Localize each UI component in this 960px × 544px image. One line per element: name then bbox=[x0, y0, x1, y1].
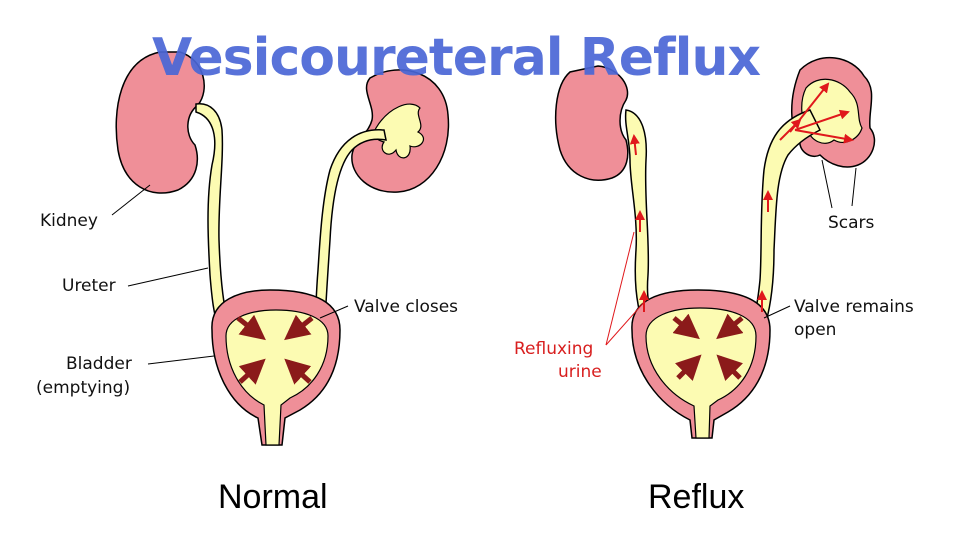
left-ureter bbox=[195, 103, 229, 326]
reflux-left-kidney bbox=[554, 65, 629, 181]
scars-leader-2 bbox=[851, 167, 857, 207]
reflux-diagram bbox=[554, 56, 876, 439]
label-refluxing-urine: urine bbox=[558, 362, 602, 382]
normal-arrow-bottom-right bbox=[284, 358, 312, 385]
label-scars: Scars bbox=[828, 213, 875, 233]
reflux-flow-right-6 bbox=[794, 129, 854, 144]
refluxing-urine-leader-1 bbox=[605, 231, 635, 346]
kidney-leader bbox=[111, 184, 151, 216]
label-valve-closes: Valve closes bbox=[354, 297, 459, 317]
normal-arrow-top-right bbox=[284, 314, 314, 341]
caption-reflux: Reflux bbox=[648, 478, 745, 516]
label-bladder: Bladder bbox=[66, 354, 132, 374]
reflux-flow-right-4 bbox=[789, 82, 830, 133]
reflux-arrow-bottom-right bbox=[716, 354, 743, 381]
valve-open-leader bbox=[763, 305, 791, 319]
label-kidney: Kidney bbox=[40, 211, 98, 231]
reflux-flow-left-3 bbox=[629, 134, 640, 156]
left-kidney bbox=[115, 51, 205, 194]
normal-bladder-urine bbox=[225, 309, 329, 446]
reflux-flow-right-5 bbox=[794, 109, 850, 131]
label-refluxing: Refluxing bbox=[514, 339, 594, 359]
bladder-leader bbox=[147, 355, 215, 365]
normal-diagram bbox=[111, 51, 450, 446]
page-title: Vesicoureteral Reflux bbox=[152, 28, 761, 88]
reflux-arrow-top-right bbox=[716, 313, 744, 340]
label-valve-remains: Valve remains bbox=[794, 297, 914, 317]
label-bladder-emptying: (emptying) bbox=[36, 378, 131, 398]
normal-arrow-bottom-left bbox=[238, 358, 266, 385]
scars-leader-1 bbox=[821, 159, 833, 209]
label-ureter: Ureter bbox=[62, 276, 116, 296]
ureter-leader bbox=[127, 267, 209, 287]
valve-closes-leader bbox=[319, 305, 349, 319]
refluxing-urine-leader-2 bbox=[605, 299, 647, 346]
right-kidney-calyces bbox=[373, 103, 424, 159]
label-open: open bbox=[794, 320, 837, 340]
reflux-bladder-urine bbox=[645, 307, 757, 439]
reflux-arrow-top-left bbox=[672, 313, 700, 340]
reflux-arrow-bottom-left bbox=[675, 354, 702, 381]
normal-arrow-top-left bbox=[236, 314, 266, 341]
caption-normal: Normal bbox=[218, 478, 328, 516]
